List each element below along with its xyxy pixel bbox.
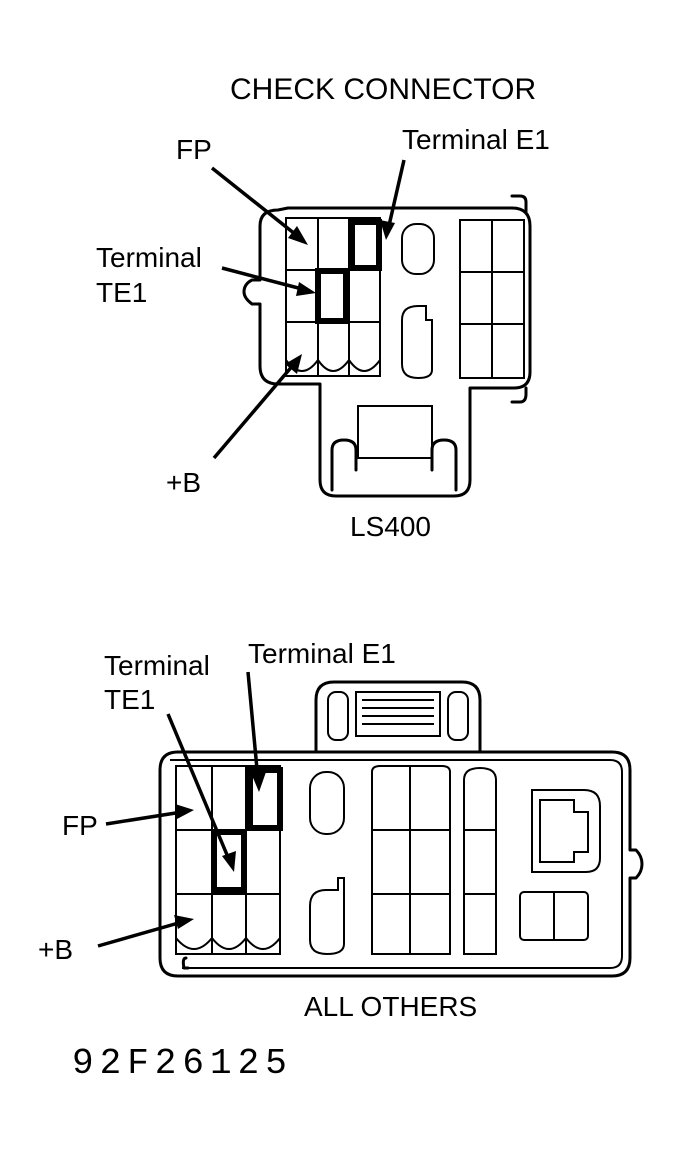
ls400-terminal-e1-highlight <box>349 219 382 271</box>
all-others-plus-b-label: +B <box>38 934 74 965</box>
all-others-fp-label: FP <box>62 810 98 841</box>
ls400-connector-body <box>242 194 532 498</box>
check-connector-title: CHECK CONNECTOR <box>230 73 537 106</box>
all-others-terminal-e1-highlight <box>247 767 283 831</box>
all-others-terminal-te1-highlight <box>211 829 247 893</box>
all-others-terminal-te1-label-line2: TE1 <box>104 684 156 715</box>
figure-code: 92F26125 <box>72 1043 293 1084</box>
ls400-terminal-te1-label-line2: TE1 <box>96 277 148 308</box>
ls400-caption: LS400 <box>350 511 431 542</box>
ls400-terminal-te1-label-line1: Terminal <box>96 242 202 273</box>
ls400-plus-b-label: +B <box>166 467 202 498</box>
all-others-leader-lines <box>97 671 266 948</box>
all-others-terminal-e1-label: Terminal E1 <box>248 638 396 669</box>
all-others-caption: ALL OTHERS <box>304 991 478 1022</box>
ls400-leader-lines <box>210 159 406 460</box>
ls400-terminal-e1-label: Terminal E1 <box>402 124 550 155</box>
ls400-fp-label: FP <box>176 134 212 165</box>
ls400-terminal-te1-highlight <box>315 268 349 324</box>
all-others-terminal-te1-label-line1: Terminal <box>104 650 210 681</box>
all-others-connector-body <box>158 680 644 978</box>
